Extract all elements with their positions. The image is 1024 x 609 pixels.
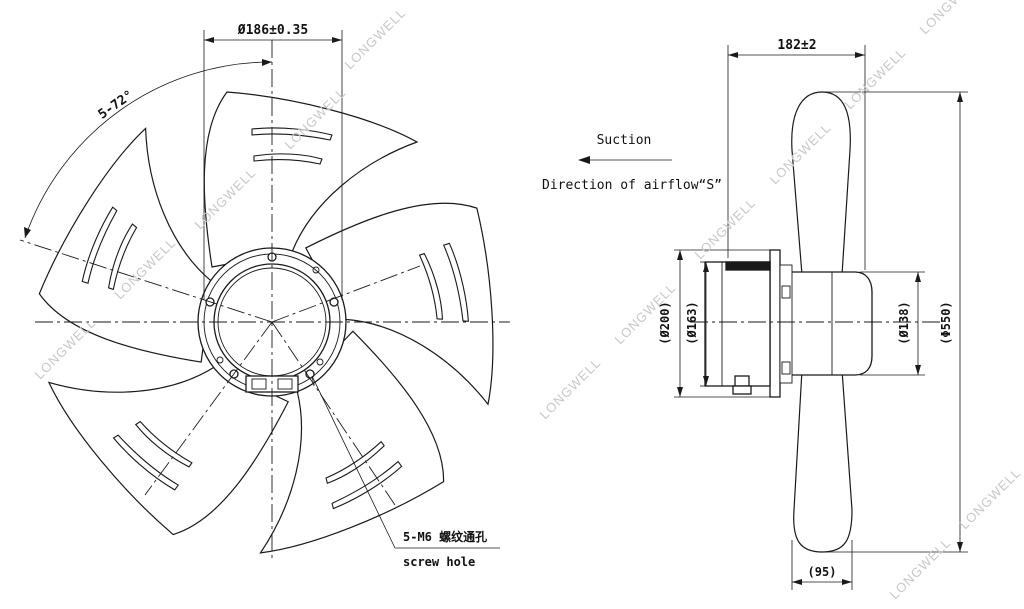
watermark: LONGWELL	[887, 535, 954, 602]
suction-label: Suction	[597, 133, 652, 148]
fan-blade	[38, 127, 213, 363]
dim-angle: 5-72°	[96, 88, 137, 123]
hole-label-en: screw hole	[403, 555, 475, 569]
airflow-arrow-icon	[578, 156, 590, 164]
dim-depth: 182±2	[777, 38, 816, 53]
side-view: 182±2 (Ø200) (Ø163) (Ø138)	[658, 38, 968, 590]
dim-bolt-circle: Ø186±0.35	[237, 23, 308, 38]
airflow-annotation: Suction Direction of airflow“S”	[542, 133, 722, 193]
screw-hole-callout: 5-M6 螺纹通孔 screw hole	[311, 375, 500, 569]
watermark: LONGWELL	[917, 0, 984, 37]
dim-body: (Ø163)	[685, 301, 699, 344]
fan-blade	[304, 202, 494, 406]
hole-label-cn: 5-M6 螺纹通孔	[403, 529, 487, 544]
watermark: LONGWELL	[342, 5, 409, 72]
front-view: Ø186±0.35 5-72° 5-M6 螺纹通孔 screw hole	[19, 23, 510, 569]
watermark: LONGWELL	[32, 315, 99, 382]
blade-width-dimension: (95)	[791, 540, 853, 590]
watermark: LONGWELL	[537, 355, 604, 422]
watermark: LONGWELL	[957, 465, 1024, 532]
depth-dimension: 182±2	[727, 38, 866, 270]
body-dimension: (Ø163)	[685, 261, 709, 387]
dim-flange: (Ø200)	[658, 301, 672, 344]
airflow-direction-label: Direction of airflow“S”	[542, 178, 722, 193]
dim-blade-width: (95)	[808, 565, 837, 579]
dim-impeller: (Φ550)	[939, 301, 953, 344]
dim-hub: (Ø138)	[897, 301, 911, 344]
bolt-circle-dimension: Ø186±0.35	[203, 23, 343, 300]
hub-dimension: (Ø138)	[860, 271, 925, 376]
watermark: LONGWELL	[692, 195, 759, 262]
flange-dimension: (Ø200)	[658, 249, 770, 398]
impeller-dimension: (Φ550)	[822, 91, 968, 553]
fan-blade	[203, 91, 419, 268]
fan-blades	[38, 91, 494, 554]
screw-holes	[205, 252, 339, 379]
